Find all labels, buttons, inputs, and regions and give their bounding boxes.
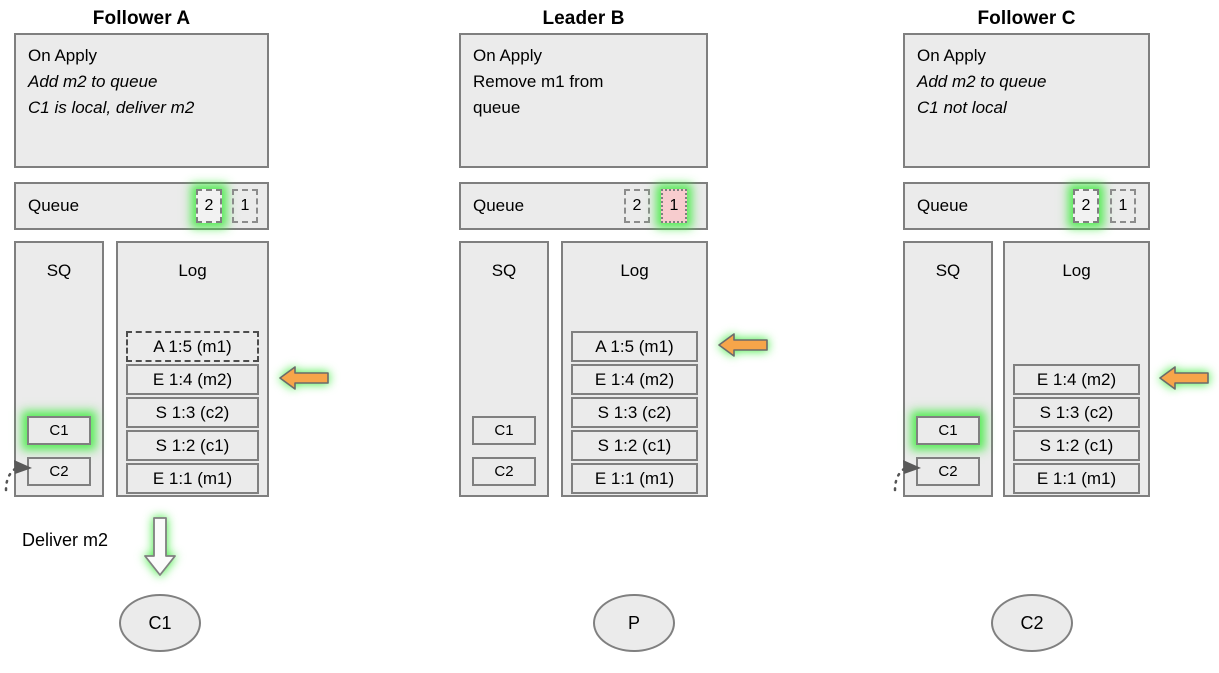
log-entry[interactable]: E 1:4 (m2) — [1013, 364, 1140, 395]
queue-label: Queue — [28, 196, 80, 215]
log-entry[interactable]: S 1:2 (c1) — [571, 430, 698, 461]
queue-slot-1[interactable]: 1 — [1110, 189, 1136, 223]
on-apply-line: Add m2 to queue — [28, 72, 158, 91]
log-panel: Log A 1:5 (m1) E 1:4 (m2) S 1:3 (c2) S 1… — [561, 241, 708, 497]
queue-slot-2[interactable]: 2 — [624, 189, 650, 223]
on-apply-heading: On Apply — [28, 46, 97, 65]
queue-label: Queue — [917, 196, 969, 215]
sq-entry-c2[interactable]: C2 — [27, 457, 91, 486]
log-entry[interactable]: S 1:2 (c1) — [1013, 430, 1140, 461]
log-header: Log — [178, 261, 207, 280]
log-apply-arrow-icon — [277, 363, 331, 393]
on-apply-line: C1 is local, deliver m2 — [28, 98, 195, 117]
log-entry[interactable]: E 1:4 (m2) — [571, 364, 698, 395]
log-entry[interactable]: E 1:1 (m1) — [571, 463, 698, 494]
log-panel: Log A 1:5 (m1) E 1:4 (m2) S 1:3 (c2) S 1… — [116, 241, 269, 497]
log-header: Log — [1062, 261, 1091, 280]
node-title: Follower C — [977, 8, 1076, 29]
queue-slot-2[interactable]: 2 — [1073, 189, 1099, 223]
log-apply-arrow-icon — [716, 330, 770, 360]
sq-pointer-arrow — [891, 424, 925, 494]
on-apply-panel: On Apply Remove m1 from queue — [459, 33, 708, 168]
deliver-arrow-icon — [140, 515, 180, 579]
queue-panel: Queue 2 1 — [903, 182, 1150, 230]
client-node[interactable]: C1 — [119, 594, 201, 652]
on-apply-line: queue — [473, 98, 521, 117]
queue-slot-1[interactable]: 1 — [232, 189, 258, 223]
on-apply-line: C1 not local — [917, 98, 1007, 117]
sq-pointer-arrow — [2, 424, 36, 494]
client-node[interactable]: P — [593, 594, 675, 652]
on-apply-panel: On Apply Add m2 to queue C1 not local — [903, 33, 1150, 168]
log-entry[interactable]: A 1:5 (m1) — [126, 331, 259, 362]
sq-entry-c1[interactable]: C1 — [916, 416, 980, 445]
on-apply-panel: On Apply Add m2 to queue C1 is local, de… — [14, 33, 269, 168]
deliver-label: Deliver m2 — [22, 530, 109, 550]
sq-header: SQ — [935, 261, 961, 280]
sq-panel: SQ C1 C2 — [459, 241, 549, 497]
node-title: Follower A — [92, 8, 191, 29]
client-node[interactable]: C2 — [991, 594, 1073, 652]
sq-entry-c2[interactable]: C2 — [472, 457, 536, 486]
log-apply-arrow-icon — [1157, 363, 1211, 393]
log-entry[interactable]: E 1:1 (m1) — [1013, 463, 1140, 494]
sq-header: SQ — [46, 261, 72, 280]
queue-panel: Queue 2 1 — [14, 182, 269, 230]
log-entry[interactable]: A 1:5 (m1) — [571, 331, 698, 362]
log-entry[interactable]: E 1:1 (m1) — [126, 463, 259, 494]
sq-entry-c2[interactable]: C2 — [916, 457, 980, 486]
sq-entry-c1[interactable]: C1 — [27, 416, 91, 445]
log-entry[interactable]: S 1:3 (c2) — [1013, 397, 1140, 428]
queue-label: Queue — [473, 196, 525, 215]
queue-panel: Queue 2 1 — [459, 182, 708, 230]
on-apply-line: Remove m1 from — [473, 72, 604, 91]
node-title: Leader B — [542, 8, 625, 29]
log-header: Log — [620, 261, 649, 280]
on-apply-heading: On Apply — [917, 46, 986, 65]
queue-slot-2[interactable]: 2 — [196, 189, 222, 223]
sq-panel: SQ C1 C2 — [14, 241, 104, 497]
queue-slot-1[interactable]: 1 — [661, 189, 687, 223]
log-panel: Log E 1:4 (m2) S 1:3 (c2) S 1:2 (c1) E 1… — [1003, 241, 1150, 497]
sq-entry-c1[interactable]: C1 — [472, 416, 536, 445]
sq-header: SQ — [491, 261, 517, 280]
log-entry[interactable]: E 1:4 (m2) — [126, 364, 259, 395]
sq-panel: SQ C1 C2 — [903, 241, 993, 497]
log-entry[interactable]: S 1:3 (c2) — [126, 397, 259, 428]
log-entry[interactable]: S 1:3 (c2) — [571, 397, 698, 428]
on-apply-line: Add m2 to queue — [917, 72, 1047, 91]
log-entry[interactable]: S 1:2 (c1) — [126, 430, 259, 461]
on-apply-heading: On Apply — [473, 46, 542, 65]
